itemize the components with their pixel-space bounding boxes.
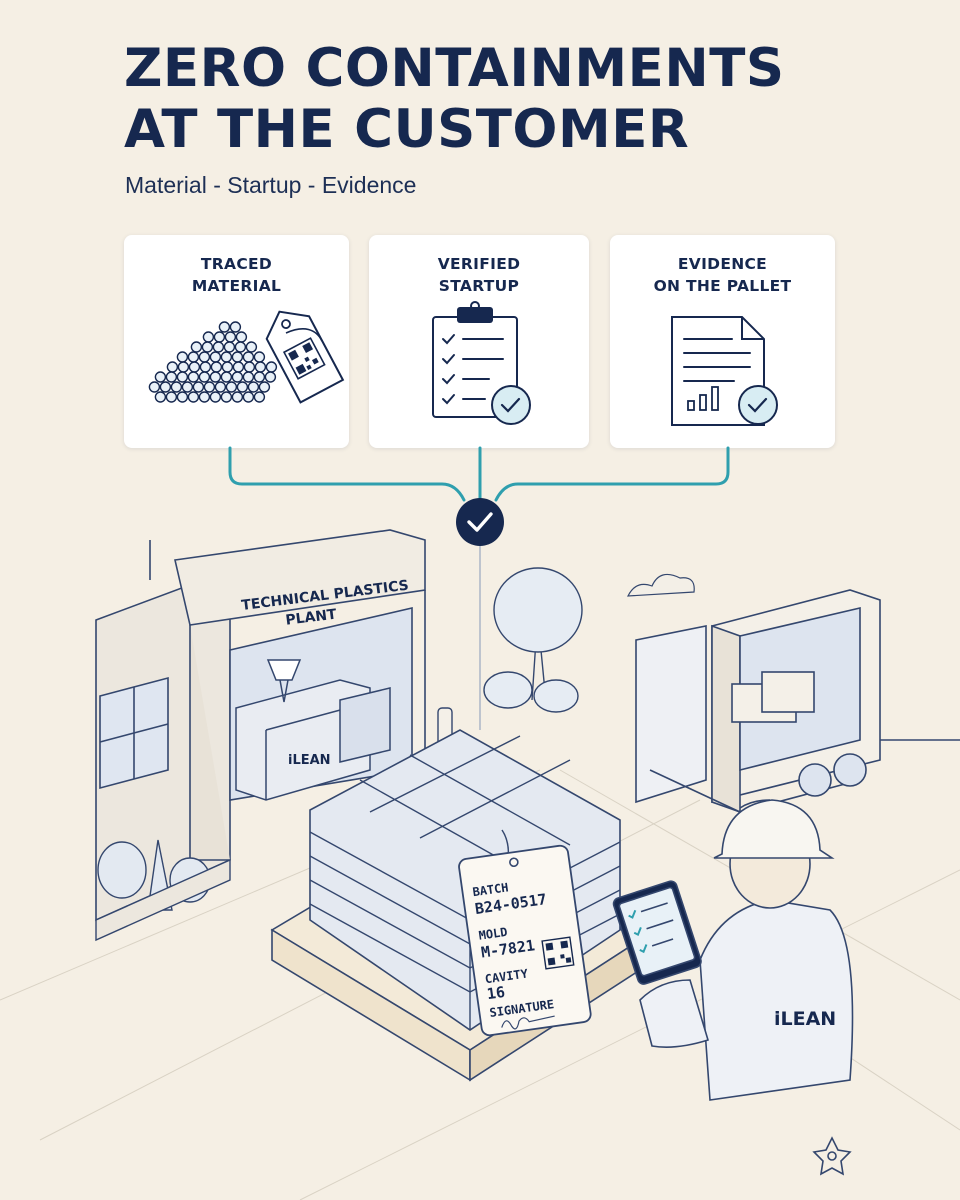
pellet (235, 331, 248, 343)
injection-machine (235, 659, 391, 801)
card-evidence-on-pallet: EVIDENCE ON THE PALLET (610, 235, 835, 448)
pellet (265, 361, 278, 373)
tag-batch-label: BATCH (472, 880, 510, 899)
pellet (231, 351, 244, 363)
report-document-icon (671, 316, 778, 426)
pellet (210, 361, 223, 373)
pellet (176, 351, 189, 363)
subtitle: Material - Startup - Evidence (125, 172, 417, 198)
pellet (253, 391, 266, 403)
pellet (225, 381, 238, 393)
pellet (209, 391, 222, 403)
vest-brand: iLEAN (774, 1008, 836, 1030)
tag-qr-icon (541, 936, 575, 970)
pellet (181, 381, 194, 393)
pellet (165, 371, 178, 383)
factory-scene: TECHNICAL PLASTICS PLANT iLEAN (0, 446, 960, 1200)
title-line-2: AT THE CUSTOMER (124, 99, 690, 160)
pellet (221, 361, 234, 373)
signature-scribble (501, 1015, 555, 1030)
pellet (232, 361, 245, 373)
pellet (148, 381, 161, 393)
pellet (214, 381, 227, 393)
pellet (170, 381, 183, 393)
pellet (220, 371, 233, 383)
connector-lines (228, 446, 730, 504)
tablet (612, 880, 702, 985)
pellet (159, 381, 172, 393)
pellet (198, 371, 211, 383)
delivery-truck (635, 589, 960, 814)
pellet (187, 371, 200, 383)
pellet (236, 381, 249, 393)
pellet (203, 381, 216, 393)
checklist-clipboard-icon (432, 301, 531, 425)
pellet (242, 371, 255, 383)
pellet (223, 341, 236, 353)
pellet (231, 391, 244, 403)
pellet (212, 341, 225, 353)
card-traced-material: TRACED MATERIAL (124, 235, 349, 448)
pellet (254, 361, 267, 373)
building-window (99, 676, 169, 790)
pellet (253, 351, 266, 363)
pellet (166, 361, 179, 373)
pellet (247, 381, 260, 393)
pellet (190, 341, 203, 353)
pellet (220, 351, 233, 363)
tag-cavity-label: CAVITY (484, 966, 530, 986)
pellet (202, 331, 215, 343)
pellet (192, 381, 205, 393)
pellet (154, 391, 167, 403)
pellet (176, 391, 189, 403)
pellet (177, 361, 190, 373)
pellet (218, 321, 231, 333)
pellet (264, 371, 277, 383)
tag-mold-label: MOLD (478, 925, 509, 943)
pellet (176, 371, 189, 383)
pellet (199, 361, 212, 373)
pellet (224, 331, 237, 343)
title-line-1: ZERO CONTAINMENTS (124, 38, 785, 99)
tree (483, 567, 583, 713)
pellet (229, 321, 242, 333)
card-title: EVIDENCE ON THE PALLET (653, 255, 792, 295)
inspector-worker (612, 799, 854, 1101)
pellet (198, 351, 211, 363)
machine-brand: iLEAN (288, 753, 331, 768)
cloud-icon (626, 573, 695, 597)
pellet (220, 391, 233, 403)
card-title: TRACED MATERIAL (191, 255, 282, 295)
pellet (209, 351, 222, 363)
pellet (213, 331, 226, 343)
pellet (242, 351, 255, 363)
pellet (165, 391, 178, 403)
card-title: VERIFIED STARTUP (437, 255, 521, 295)
merge-check-icon (456, 498, 504, 546)
pellet (198, 391, 211, 403)
pellets-tag-icon (148, 310, 345, 404)
pellet (243, 361, 256, 373)
bushes (95, 839, 231, 942)
tag-cavity-value: 16 (486, 983, 506, 1003)
pellet (201, 341, 214, 353)
pellet (231, 371, 244, 383)
brand-logo-icon (812, 1136, 852, 1176)
pellet (242, 391, 255, 403)
pellet (253, 371, 266, 383)
pellet (234, 341, 247, 353)
pellet (245, 341, 258, 353)
pellet (258, 381, 271, 393)
batch-tag: BATCH B24-0517 MOLD M-7821 CAVITY 16 SIG… (458, 829, 592, 1037)
pellet (154, 371, 167, 383)
pellet (209, 371, 222, 383)
pellet (187, 391, 200, 403)
pellet (187, 351, 200, 363)
card-verified-startup: VERIFIED STARTUP (369, 235, 589, 448)
pellet (188, 361, 201, 373)
page-title: ZERO CONTAINMENTS AT THE CUSTOMER (124, 38, 785, 160)
